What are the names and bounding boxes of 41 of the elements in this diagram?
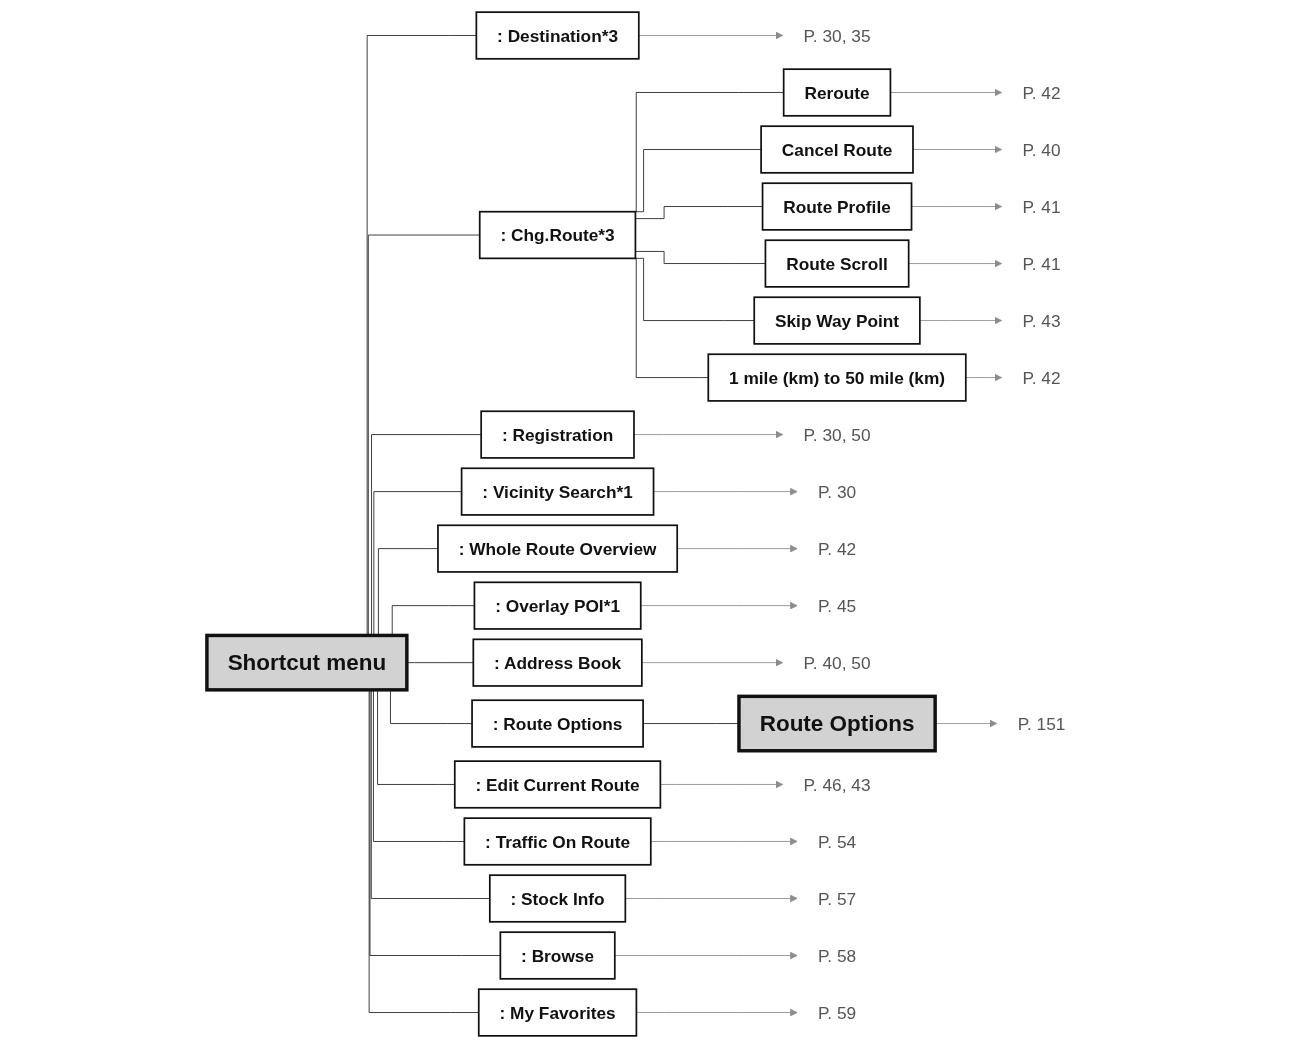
node-box: : My Favorites bbox=[477, 988, 638, 1037]
node-box: : Whole Route Overview bbox=[437, 524, 679, 573]
node-box: : Vicinity Search*1 bbox=[460, 467, 655, 516]
node-box: : Browse bbox=[499, 931, 616, 980]
node-box: : Chg.Route*3 bbox=[478, 210, 637, 260]
node-text: P. 42 bbox=[1022, 82, 1061, 102]
node-box: Route Profile bbox=[761, 182, 913, 231]
connector bbox=[635, 251, 766, 264]
node-text: P. 59 bbox=[817, 1003, 857, 1023]
node-box: Route Options bbox=[737, 694, 937, 753]
node-box: : Stock Info bbox=[488, 874, 627, 923]
node-box: : Destination*3 bbox=[475, 11, 640, 60]
node-text: P. 30, 50 bbox=[803, 425, 871, 445]
node-box: Skip Way Point bbox=[753, 296, 921, 345]
node-text: P. 151 bbox=[1017, 714, 1066, 734]
node-box: Route Scroll bbox=[764, 239, 910, 288]
connector bbox=[635, 206, 763, 220]
node-box: : Registration bbox=[480, 410, 635, 459]
node-box: Cancel Route bbox=[760, 125, 914, 174]
node-box: : Traffic On Route bbox=[463, 817, 652, 866]
node-box: : Route Options bbox=[471, 699, 644, 748]
node-text: P. 42 bbox=[1022, 368, 1061, 388]
node-text: P. 41 bbox=[1022, 254, 1061, 274]
node-text: P. 43 bbox=[1022, 311, 1061, 331]
node-text: P. 42 bbox=[817, 539, 857, 559]
node-text: P. 58 bbox=[817, 946, 857, 966]
node-text: P. 45 bbox=[817, 596, 857, 616]
node-text: P. 30 bbox=[817, 482, 857, 502]
node-text: P. 40, 50 bbox=[803, 653, 871, 673]
node-box: Shortcut menu bbox=[205, 633, 409, 692]
node-box: : Address Book bbox=[472, 638, 643, 687]
node-text: P. 54 bbox=[817, 831, 857, 851]
node-text: P. 46, 43 bbox=[803, 774, 871, 794]
node-text: P. 40 bbox=[1022, 140, 1061, 160]
node-box: Reroute bbox=[782, 68, 892, 117]
node-text: P. 57 bbox=[817, 888, 857, 908]
node-box: 1 mile (km) to 50 mile (km) bbox=[707, 353, 967, 402]
node-text: P. 30, 35 bbox=[803, 25, 871, 45]
node-text: P. 41 bbox=[1022, 197, 1061, 217]
node-box: : Overlay POI*1 bbox=[473, 581, 642, 630]
node-box: : Edit Current Route bbox=[453, 760, 662, 809]
